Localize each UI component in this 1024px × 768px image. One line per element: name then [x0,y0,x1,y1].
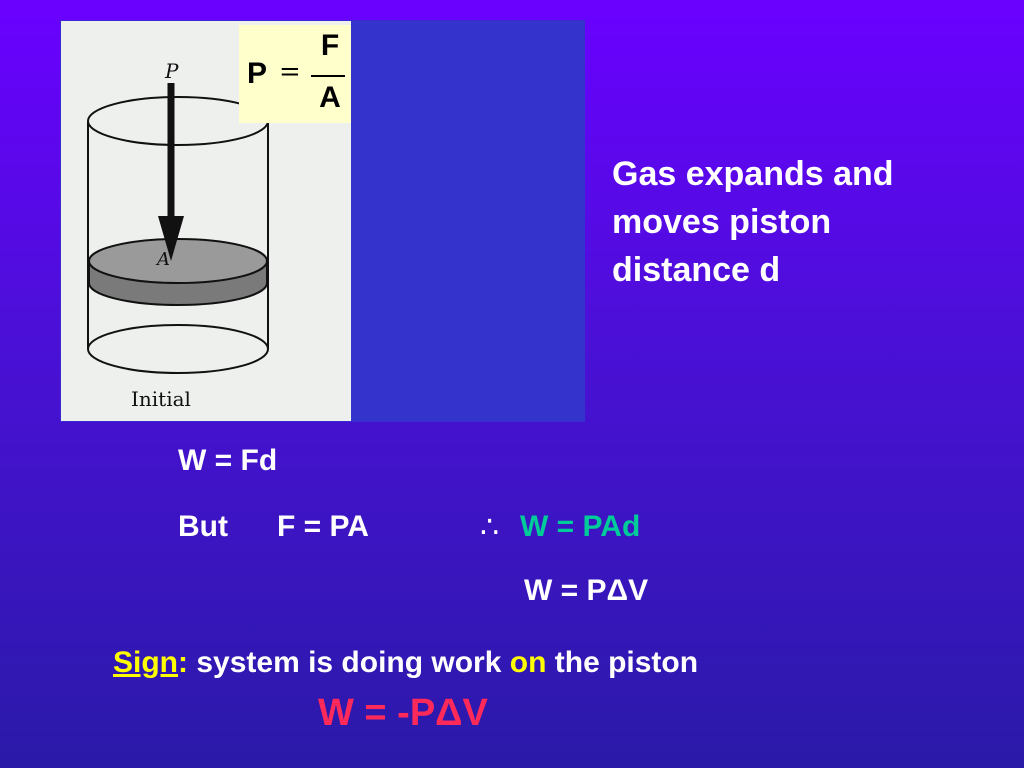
expansion-description: Gas expands and moves piston distance d [612,150,1012,294]
description-line-2: moves piston [612,203,832,241]
cylinder-diagram [87,83,269,374]
formula-numerator: F [320,29,340,62]
piston-figure: P A Initial P = F A [60,20,585,422]
equation-force-pressure: F = PA [277,510,369,543]
sign-highlight-on: on [509,646,547,679]
formula-lhs: P [247,57,268,90]
figure-caption: Initial [131,387,191,411]
but-word: But [178,510,228,543]
sign-label: Sign [113,646,178,679]
area-label: A [157,249,170,270]
pressure-label: P [165,59,179,83]
equation-work-force: W = Fd [178,444,278,477]
sign-text-after: the piston [546,646,699,679]
equation-work-pad: W = PAd [520,510,641,543]
sign-text-before: system is doing work [188,646,510,679]
force-arrow-head [158,216,184,261]
cylinder-bottom [87,324,269,374]
fraction-bar [311,75,345,77]
sign-note: Sign: system is doing work on the piston [113,646,698,680]
piston-top [88,238,268,284]
figure-blue-panel [351,21,585,421]
equation-work-pdv: W = PΔV [524,574,649,607]
description-line-1: Gas expands and [612,155,894,193]
equation-work-negative: W = -PΔV [318,692,488,734]
description-line-3: distance d [612,251,781,289]
formula-equals: = [279,57,301,87]
formula-denominator: A [319,81,341,114]
pressure-formula: P = F A [239,25,351,123]
therefore-symbol: ∴ [480,510,500,545]
sign-colon: : [178,646,188,679]
